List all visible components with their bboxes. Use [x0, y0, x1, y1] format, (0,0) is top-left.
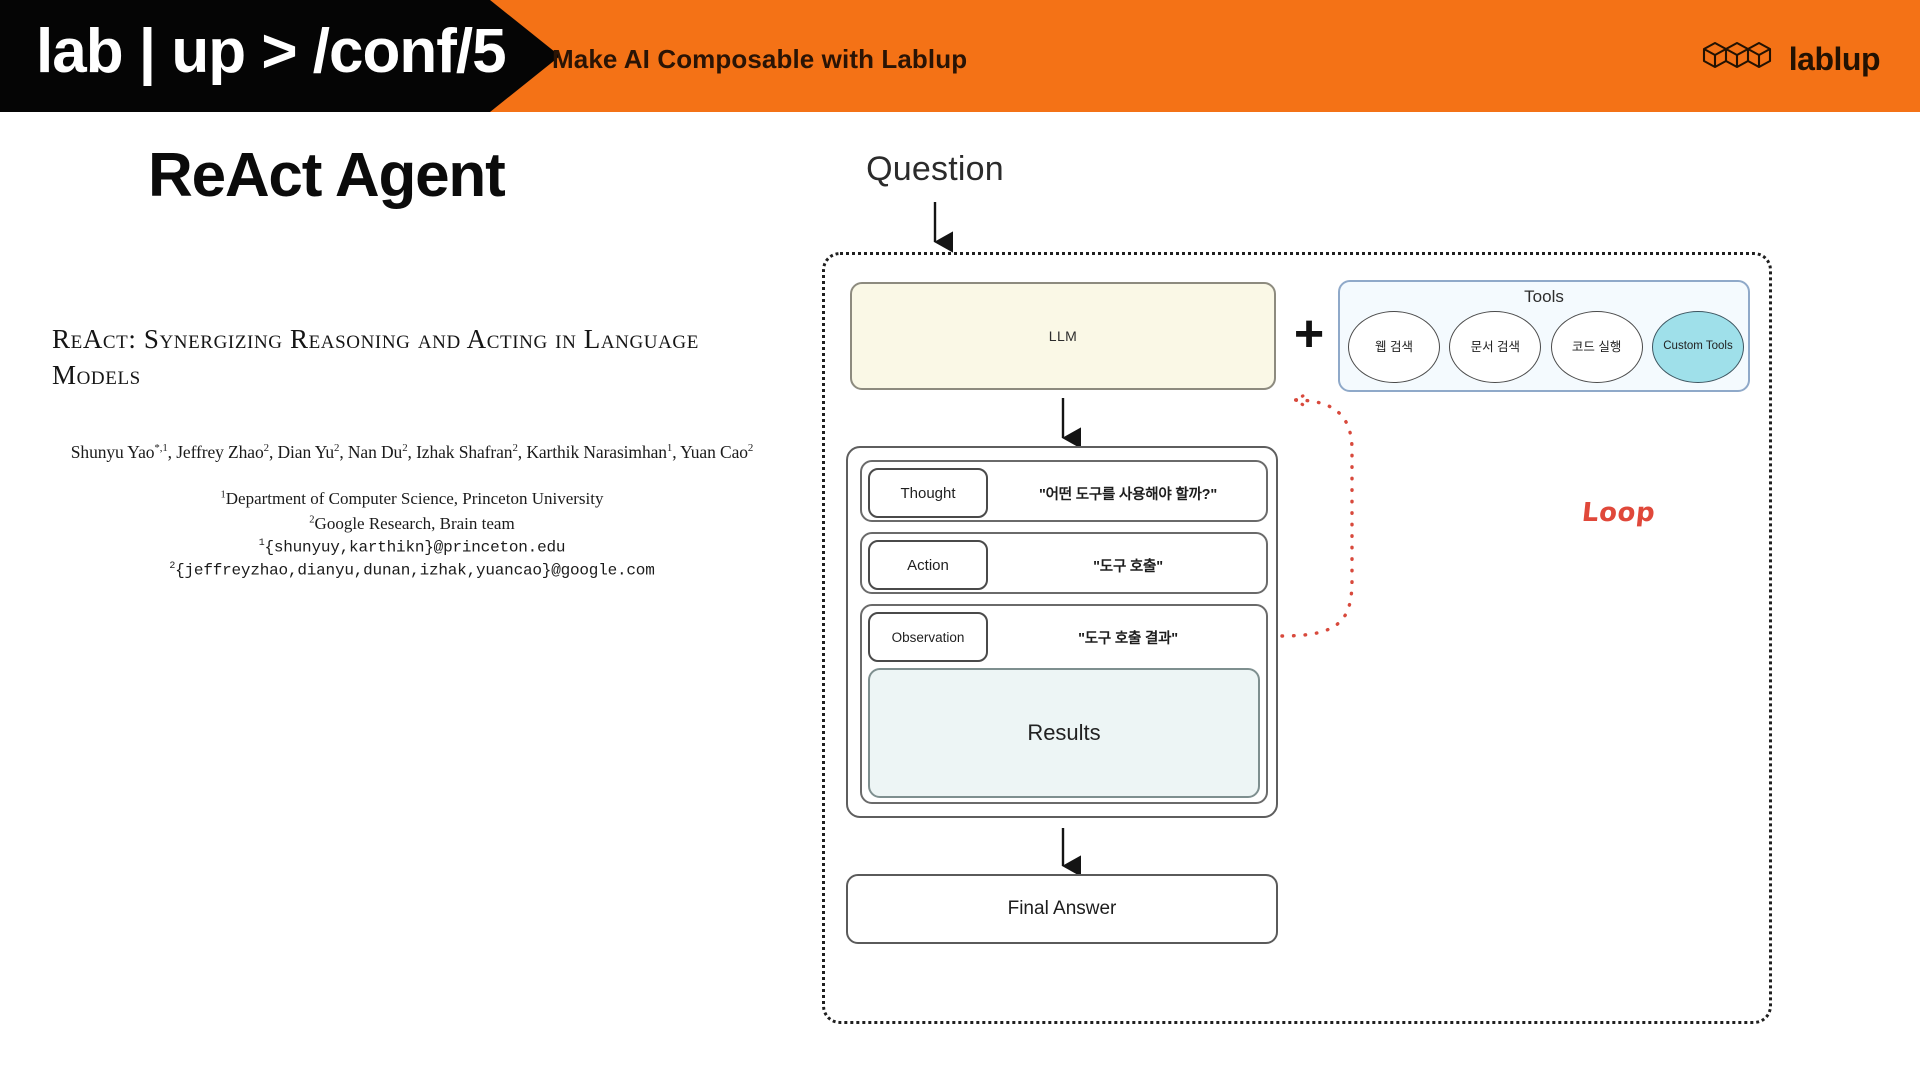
observation-value: "도구 호출 결과": [1078, 630, 1178, 647]
lablup-cube-mark-icon: [1701, 40, 1775, 79]
paper-affiliation-2: 2Google Research, Brain team: [309, 513, 515, 533]
llm-box[interactable]: LLM: [850, 282, 1276, 390]
header-tagline: Make AI Composable with Lablup: [552, 44, 968, 74]
final-answer-box[interactable]: Final Answer: [846, 874, 1278, 944]
tools-list: 웹 검색 문서 검색 코드 실행 Custom Tools: [1348, 311, 1744, 383]
paper-email-2: 2{jeffreyzhao,dianyu,dunan,izhak,yuancao…: [169, 560, 655, 580]
action-value: "도구 호출": [1093, 558, 1163, 575]
loop-label: Loop: [1580, 498, 1657, 528]
paper-title: ReAct: Synergizing Reasoning and Acting …: [52, 324, 699, 390]
action-row: Action "도구 호출": [860, 532, 1268, 594]
tool-document-search[interactable]: 문서 검색: [1449, 311, 1542, 383]
paper-affiliations: 1Department of Computer Science, Princet…: [52, 487, 772, 536]
paper-emails: 1{shunyuy,karthikn}@princeton.edu 2{jeff…: [52, 536, 772, 582]
tools-title: Tools: [1524, 287, 1564, 306]
paper-affiliation-1: 1Department of Computer Science, Princet…: [220, 488, 604, 508]
tool-web-search[interactable]: 웹 검색: [1348, 311, 1440, 383]
thought-value: "어떤 도구를 사용해야 할까?": [1038, 486, 1218, 503]
thought-chip[interactable]: Thought: [868, 468, 988, 518]
observation-chip[interactable]: Observation: [868, 612, 988, 662]
header-black-chevron: [0, 0, 560, 112]
agent-boundary-container: [822, 252, 1772, 1024]
results-box[interactable]: Results: [868, 668, 1260, 798]
question-label: Question: [866, 150, 1004, 188]
page-title: ReAct Agent: [148, 141, 506, 210]
paper-email-1: 1{shunyuy,karthikn}@princeton.edu: [258, 537, 566, 557]
react-loop-container: Thought "어떤 도구를 사용해야 할까?" Action "도구 호출"…: [846, 446, 1278, 818]
thought-row: Thought "어떤 도구를 사용해야 할까?": [860, 460, 1268, 522]
react-paper-excerpt: ReAct: Synergizing Reasoning and Acting …: [52, 322, 772, 582]
lablup-wordmark: lablup: [1788, 41, 1881, 77]
observation-row: Observation "도구 호출 결과" Results: [860, 604, 1268, 804]
tool-custom-tools[interactable]: Custom Tools: [1651, 311, 1744, 383]
plus-icon: +: [1293, 305, 1325, 363]
paper-authors: Shunyu Yao*,1, Jeffrey Zhao2, Dian Yu2, …: [70, 442, 754, 463]
tools-panel: Tools 웹 검색 문서 검색 코드 실행 Custom Tools: [1338, 280, 1750, 392]
conference-logo-text: lab | up > /conf/5: [36, 17, 507, 86]
react-agent-flow-diagram: Question LLM + Tools 웹 검색 문서 검색 코드 실행 Cu…: [800, 150, 1800, 1050]
tool-code-execution[interactable]: 코드 실행: [1550, 311, 1643, 383]
lablup-brand: lablup: [1701, 40, 1881, 79]
conference-header-banner: lab | up > /conf/5 Make AI Composable wi…: [0, 0, 1920, 112]
action-chip[interactable]: Action: [868, 540, 988, 590]
